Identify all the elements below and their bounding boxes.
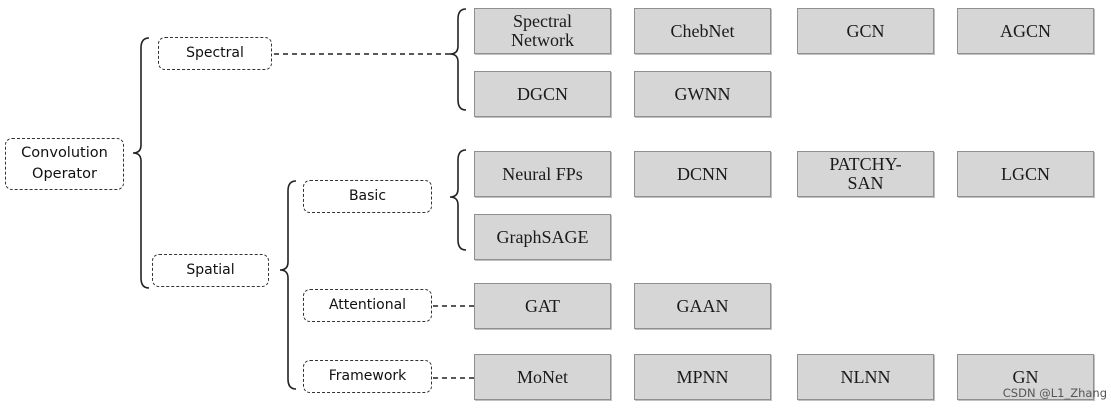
- spectral-node: Spectral: [158, 37, 272, 70]
- root-brace: [132, 37, 150, 289]
- method-gat: GAT: [474, 283, 611, 329]
- watermark-text: CSDN @L1_Zhang: [1002, 386, 1107, 400]
- method-patchy-san: PATCHY-SAN: [797, 151, 934, 197]
- method-agcn: AGCN: [957, 8, 1094, 54]
- basic-brace: [449, 149, 467, 251]
- method-lgcn: LGCN: [957, 151, 1094, 197]
- attentional-node: Attentional: [303, 289, 432, 322]
- spatial-brace: [279, 180, 297, 390]
- basic-node: Basic: [303, 180, 432, 213]
- method-nlnn: NLNN: [797, 354, 934, 400]
- method-graphsage: GraphSAGE: [474, 214, 611, 260]
- method-gn: GN: [957, 354, 1094, 400]
- framework-node: Framework: [303, 360, 432, 393]
- method-gaan: GAAN: [634, 283, 771, 329]
- convolution-operator-node: Convolution Operator: [5, 138, 124, 190]
- method-gcn: GCN: [797, 8, 934, 54]
- root-label-line1: Convolution: [21, 145, 108, 161]
- root-label-line2: Operator: [32, 166, 97, 182]
- method-monet: MoNet: [474, 354, 611, 400]
- method-mpnn: MPNN: [634, 354, 771, 400]
- method-gwnn: GWNN: [634, 71, 771, 117]
- spatial-node: Spatial: [152, 254, 269, 287]
- spectral-brace: [449, 8, 467, 111]
- method-dgcn: DGCN: [474, 71, 611, 117]
- method-dcnn: DCNN: [634, 151, 771, 197]
- method-chebnet: ChebNet: [634, 8, 771, 54]
- method-spectral-network: Spectral Network: [474, 8, 611, 54]
- method-neural-fps: Neural FPs: [474, 151, 611, 197]
